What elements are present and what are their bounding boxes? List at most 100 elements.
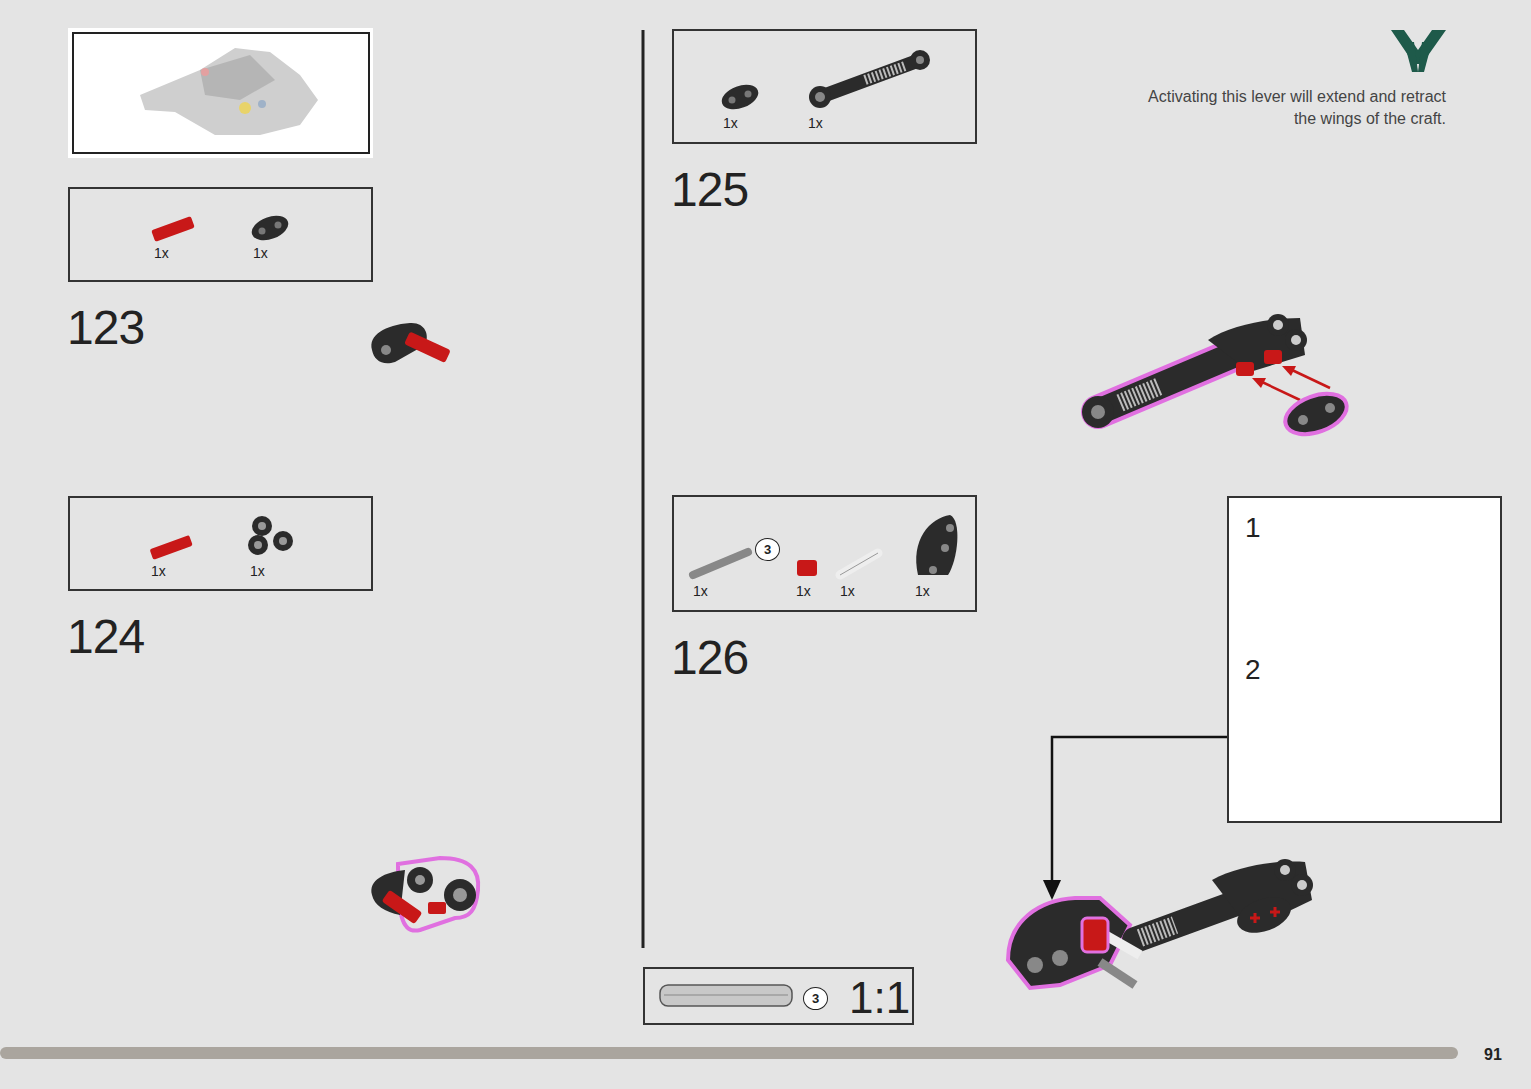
illustration-part — [415, 875, 425, 885]
illustration-part — [1282, 366, 1296, 376]
quantity-text: 1x — [151, 563, 166, 579]
illustration-part — [1098, 352, 1240, 412]
illustration-part — [718, 80, 761, 114]
illustration-part — [1027, 957, 1043, 973]
parts-126 — [693, 515, 957, 576]
illustration-part — [797, 560, 817, 576]
callout-number: 3 — [756, 539, 779, 560]
illustration-part — [1100, 962, 1135, 985]
illustration-part — [1297, 880, 1307, 890]
illustration-part — [840, 553, 878, 575]
illustration-part — [1418, 42, 1432, 72]
parts-list-box: 1x 1x — [68, 496, 373, 591]
parts-123 — [151, 211, 291, 245]
quantity-text: 1x — [250, 563, 265, 579]
axle-groove — [664, 995, 788, 996]
illustration-part — [1280, 865, 1290, 875]
axle-1to1 — [660, 985, 792, 1006]
quantity-text: 1x — [915, 583, 930, 599]
illustration-part — [258, 522, 266, 530]
step-number: 126 — [671, 626, 748, 691]
quantity-text: 1x — [693, 583, 708, 599]
illustration-part — [68, 28, 373, 158]
scale-box: 1:1 3 — [643, 967, 914, 1025]
illustration-part — [73, 33, 369, 153]
illustration-part — [1298, 415, 1308, 425]
assembly-126 — [1008, 859, 1313, 988]
illustration-part — [248, 211, 291, 245]
illustration-part — [258, 100, 266, 108]
illustration-part — [407, 867, 433, 893]
illustration-part — [1236, 362, 1254, 376]
illustration-part — [865, 66, 905, 80]
illustration-part — [428, 902, 446, 914]
assembly-123 — [371, 323, 450, 363]
parts-list-box: 1x 1x — [68, 187, 373, 282]
illustration-part — [239, 102, 251, 114]
illustration-part — [1391, 30, 1446, 64]
illustration-part — [916, 515, 957, 575]
illustration-part — [946, 524, 954, 532]
illustration-part — [910, 50, 930, 70]
illustration-part — [941, 544, 949, 552]
illustration-part — [1052, 950, 1068, 966]
illustration-part — [1404, 42, 1418, 72]
illustration-part — [1280, 386, 1352, 442]
substep-box: 12 — [1227, 496, 1502, 823]
illustration-part — [404, 331, 451, 363]
illustration-part — [1250, 907, 1280, 923]
illustration-part — [1264, 350, 1282, 364]
illustration-part — [1098, 352, 1240, 412]
parts-125 — [718, 50, 930, 114]
illustration-part — [1292, 370, 1330, 388]
illustration-part — [382, 890, 423, 924]
assembly-125 — [1082, 314, 1352, 442]
illustration-part — [140, 48, 318, 135]
illustration-part — [1091, 405, 1105, 419]
callout-number: 3 — [804, 988, 827, 1009]
step-number: 124 — [67, 605, 144, 670]
quantity-text: 1x — [154, 245, 169, 261]
quantity-text: 1x — [808, 115, 823, 131]
illustration-part — [275, 222, 282, 229]
illustration-part — [259, 228, 266, 235]
note-text: Activating this lever will extend and re… — [1146, 86, 1446, 129]
illustration-part — [151, 216, 195, 242]
assembly-124 — [371, 858, 478, 931]
illustration-part — [1082, 918, 1108, 952]
quantity-text: 1x — [796, 583, 811, 599]
parts-list-box: 1x1x1x1x3 — [672, 495, 977, 612]
quantity-text: 1x — [253, 245, 268, 261]
illustration-part — [1232, 890, 1296, 939]
illustration-part — [273, 531, 293, 551]
illustration-part — [729, 97, 736, 104]
scale-text: 1:1 — [849, 973, 910, 1023]
illustration-part — [248, 535, 268, 555]
parts-124 — [150, 516, 293, 560]
illustration-part — [1105, 935, 1140, 955]
illustration-part — [279, 537, 287, 545]
brand-logo — [1391, 30, 1446, 72]
illustration-part — [840, 553, 878, 575]
length-circle: 3 — [803, 987, 828, 1010]
illustration-part — [820, 60, 920, 97]
callout-arrowhead — [1043, 880, 1061, 900]
illustration-part — [1291, 874, 1313, 896]
illustration-part — [254, 541, 262, 549]
illustration-part — [1273, 320, 1283, 330]
illustration-part — [815, 92, 825, 102]
illustration-part — [201, 68, 209, 76]
illustration-part — [1262, 382, 1300, 400]
step-number: 123 — [67, 296, 144, 361]
illustration-part — [1120, 386, 1160, 403]
substep-number: 1 — [1245, 512, 1261, 544]
illustration-part — [809, 86, 831, 108]
illustration-part — [916, 56, 924, 64]
illustration-part — [1252, 378, 1266, 388]
illustration-part — [1291, 335, 1301, 345]
illustration-part — [1082, 396, 1114, 428]
illustration-part — [929, 566, 937, 574]
parts-list-box: 1x1x — [672, 29, 977, 144]
substep-number: 2 — [1245, 654, 1261, 686]
illustration-part — [1140, 925, 1175, 938]
